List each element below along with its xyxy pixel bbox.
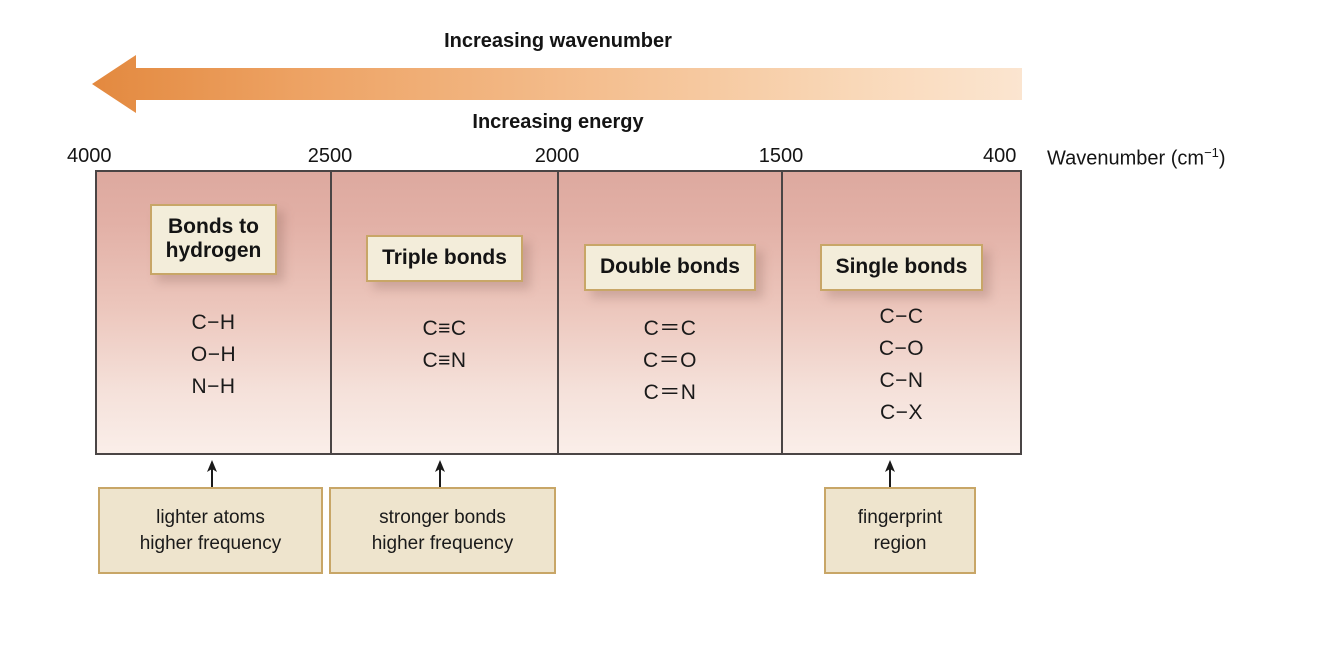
region-bonds-to-hydrogen: Bonds to hydrogen C−H O−H N−H — [97, 172, 330, 453]
region-caption-bonds-to-hydrogen: Bonds to hydrogen — [149, 204, 278, 276]
up-arrow-icon — [885, 460, 895, 490]
bond-item: O−H — [190, 343, 237, 367]
region-triple-bonds: Triple bonds C≡C C≡N — [332, 172, 557, 453]
left-arrow-icon — [92, 55, 1022, 113]
axis-tick-2000: 2000 — [534, 145, 580, 167]
annotation-fingerprint-region: fingerprint region — [824, 487, 976, 574]
bond-list-double-bonds: C＝C C＝O C＝N — [643, 313, 697, 409]
increasing-arrow — [92, 55, 1022, 113]
axis-tick-400: 400 — [983, 145, 1017, 167]
region-caption-triple-bonds: Triple bonds — [366, 235, 523, 283]
bond-item: C≡C — [422, 317, 467, 341]
bond-item: C−H — [191, 311, 236, 335]
axis-caption-text: Wavenumber (cm — [1047, 147, 1205, 170]
panel-divider-3 — [781, 172, 783, 453]
axis-tick-4000: 4000 — [67, 145, 112, 167]
annotation-lighter-atoms: lighter atoms higher frequency — [98, 487, 323, 574]
axis-tick-2500: 2500 — [307, 145, 353, 167]
bond-item: C＝O — [643, 349, 697, 373]
region-single-bonds: Single bonds C−C C−O C−N C−X — [783, 172, 1020, 453]
region-caption-wrapper: Single bonds — [819, 244, 984, 292]
axis-caption-close: ) — [1218, 147, 1226, 170]
axis-caption: Wavenumber (cm−1) — [1047, 145, 1226, 171]
wavenumber-chart: Bonds to hydrogen C−H O−H N−H Triple bon… — [95, 170, 1022, 455]
bond-item: C−X — [880, 400, 923, 424]
bond-item: C＝C — [643, 317, 697, 341]
region-caption-single-bonds: Single bonds — [819, 244, 984, 292]
axis-caption-exponent: −1 — [1204, 145, 1219, 160]
annotation-stronger-bonds: stronger bonds higher frequency — [329, 487, 556, 574]
bond-item: C−C — [879, 305, 924, 329]
region-caption-double-bonds: Double bonds — [584, 244, 756, 292]
up-arrow-icon — [435, 460, 445, 490]
annotation-arrow-stronger-bonds — [432, 460, 448, 490]
bond-item: C≡N — [422, 349, 467, 373]
increasing-wavenumber-label: Increasing wavenumber — [444, 30, 672, 52]
annotation-arrow-fingerprint-region — [882, 460, 898, 490]
panel-divider-1 — [330, 172, 332, 453]
axis-tick-1500: 1500 — [758, 145, 804, 167]
panel-divider-2 — [557, 172, 559, 453]
up-arrow-icon — [207, 460, 217, 490]
bond-list-single-bonds: C−C C−O C−N C−X — [879, 301, 924, 429]
bond-item: N−H — [191, 375, 236, 399]
region-caption-wrapper: Triple bonds — [366, 235, 523, 283]
bond-item: C−N — [879, 368, 924, 392]
bond-item: C＝N — [643, 380, 697, 404]
bond-list-bonds-to-hydrogen: C−H O−H N−H — [191, 307, 236, 403]
bond-item: C−O — [878, 337, 925, 361]
annotation-arrow-lighter-atoms — [204, 460, 220, 490]
region-caption-wrapper: Double bonds — [584, 244, 756, 292]
increasing-energy-label: Increasing energy — [472, 111, 644, 133]
bond-list-triple-bonds: C≡C C≡N — [422, 313, 466, 377]
region-double-bonds: Double bonds C＝C C＝O C＝N — [559, 172, 781, 453]
region-caption-wrapper: Bonds to hydrogen — [149, 204, 278, 276]
